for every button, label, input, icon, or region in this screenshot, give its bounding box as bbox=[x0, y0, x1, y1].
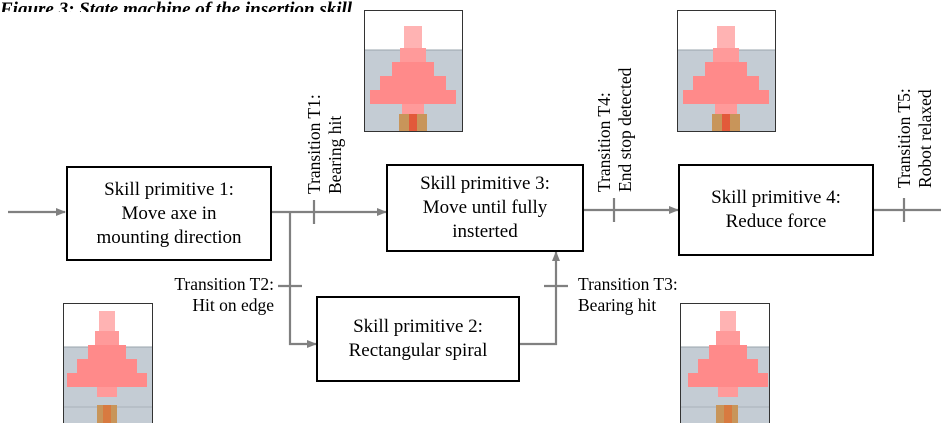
transition-t2-label: Transition T2: Hit on edge bbox=[140, 274, 274, 316]
transition-t4-condition: End stop detected bbox=[615, 67, 635, 192]
skill-primitive-1-box: Skill primitive 1: Move axe in mounting … bbox=[66, 166, 272, 261]
transition-t5-label: Transition T5: Robot relaxed bbox=[894, 88, 936, 188]
edge-sp1-to-sp2 bbox=[288, 212, 317, 348]
skill-primitive-2-line-2: Rectangular spiral bbox=[348, 340, 488, 361]
skill-primitive-2-box: Skill primitive 2: Rectangular spiral bbox=[316, 296, 520, 382]
skill-primitive-3-box: Skill primitive 3: Move until fully inst… bbox=[386, 164, 584, 252]
skill-primitive-3-line-2: Move until fully bbox=[422, 197, 548, 218]
thumbnail-fully-inserted-1 bbox=[364, 10, 463, 132]
transition-t3-label: Transition T3: Bearing hit bbox=[578, 274, 678, 316]
transition-t4-label: Transition T4: End stop detected bbox=[594, 68, 636, 192]
skill-primitive-3-title: Skill primitive 3: bbox=[420, 173, 550, 194]
transition-t3-condition: Bearing hit bbox=[578, 295, 657, 315]
thumbnail-hit-on-edge bbox=[63, 303, 153, 423]
skill-primitive-4-title: Skill primitive 4: bbox=[711, 187, 841, 208]
transition-t5-title: Transition T5: bbox=[894, 88, 914, 188]
transition-t1-title: Transition T1: bbox=[304, 94, 324, 194]
transition-t3-title: Transition T3: bbox=[578, 274, 678, 294]
transition-t4-title: Transition T4: bbox=[594, 92, 614, 192]
transition-t2-condition: Hit on edge bbox=[192, 295, 274, 315]
thumbnail-fully-inserted-2 bbox=[677, 10, 776, 132]
skill-primitive-1-line-2: Move axe in bbox=[121, 202, 217, 224]
transition-t5-condition: Robot relaxed bbox=[915, 89, 935, 188]
transition-t1-condition: Bearing hit bbox=[325, 115, 345, 194]
edge-sp2-to-sp3 bbox=[520, 251, 560, 346]
skill-primitive-3-line-3: insterted bbox=[452, 221, 518, 242]
skill-primitive-4-box: Skill primitive 4: Reduce force bbox=[678, 164, 874, 256]
thumbnail-bearing-hit bbox=[680, 303, 770, 423]
transition-t2-title: Transition T2: bbox=[174, 274, 274, 294]
figure-caption: Figure 3: State machine of the insertion… bbox=[0, 0, 353, 12]
skill-primitive-1-line-3: mounting direction bbox=[96, 226, 242, 248]
skill-primitive-1-title: Skill primitive 1: bbox=[104, 178, 234, 200]
skill-primitive-4-line-2: Reduce force bbox=[725, 211, 827, 232]
transition-t1-label: Transition T1: Bearing hit bbox=[304, 94, 346, 194]
skill-primitive-2-title: Skill primitive 2: bbox=[353, 316, 483, 337]
